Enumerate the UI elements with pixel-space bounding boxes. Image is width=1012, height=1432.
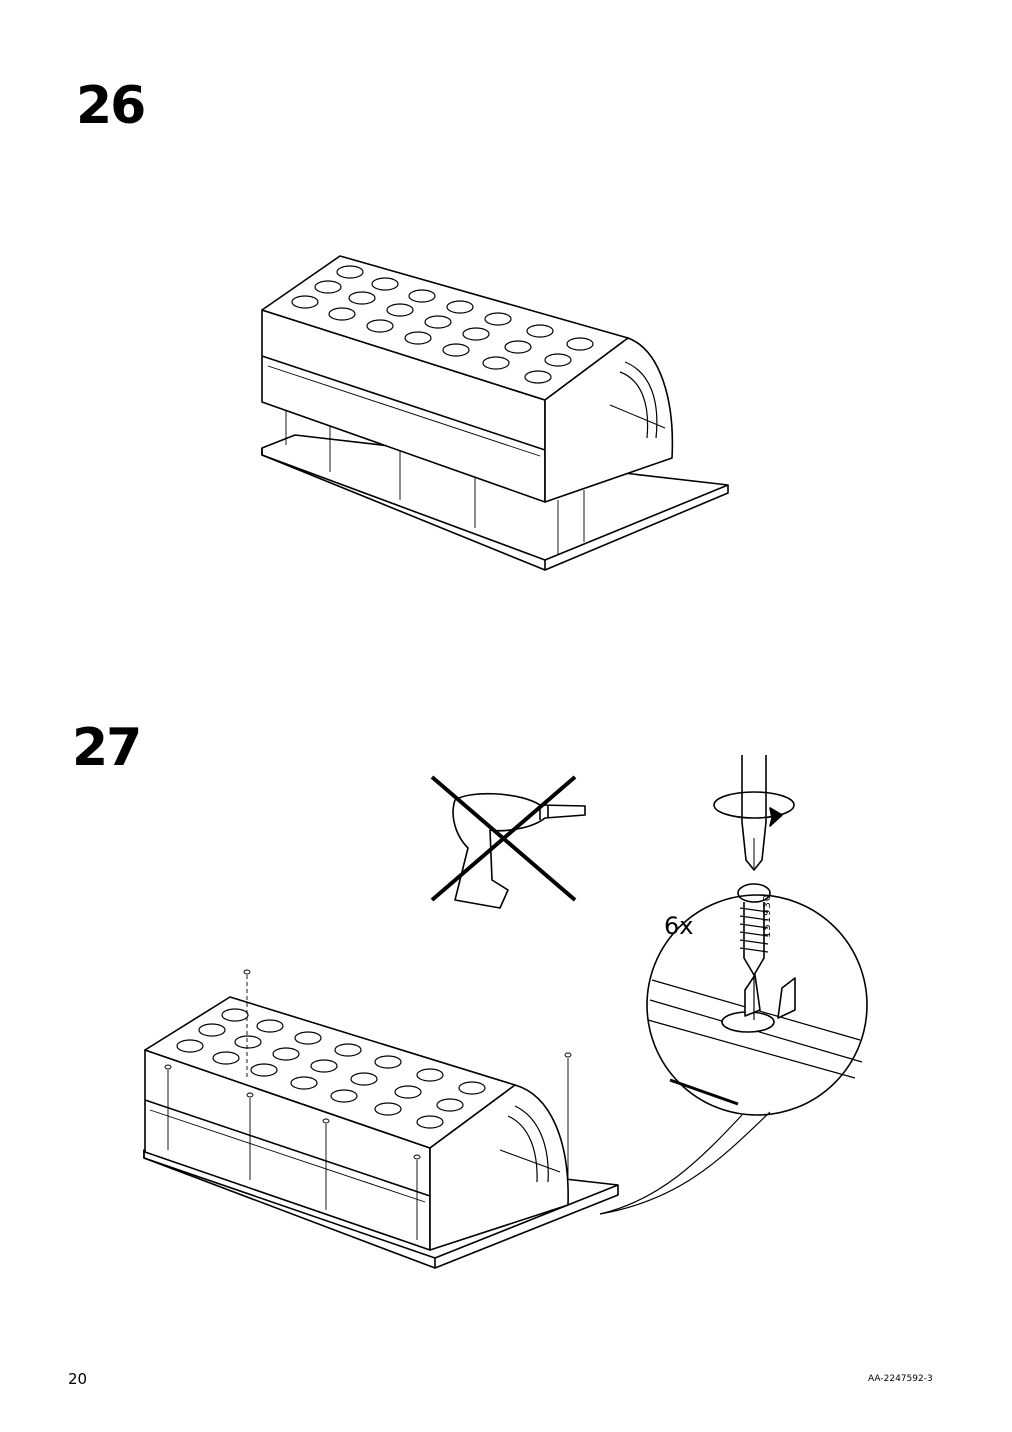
no-power-drill-icon — [430, 775, 586, 909]
step-number: 27 — [72, 718, 142, 778]
cabinet-body — [144, 996, 569, 1251]
rotate-clockwise-icon — [713, 791, 795, 827]
part-number-label: 151930 — [762, 893, 773, 938]
detail-circle — [599, 894, 868, 1215]
screwdriver-icon — [741, 755, 767, 871]
screw-icon — [737, 883, 771, 976]
step-number: 26 — [76, 76, 146, 136]
quantity-label: 6x — [664, 912, 694, 940]
top-panel-slots — [291, 265, 594, 384]
alignment-lines — [285, 408, 585, 555]
cabinet-body — [261, 255, 674, 503]
document-id: AA-2247592-3 — [868, 1374, 933, 1384]
base-board — [261, 434, 729, 571]
step-27-illustration — [143, 755, 868, 1269]
screws — [164, 969, 572, 1240]
page-number: 20 — [68, 1370, 88, 1388]
top-panel-slots — [176, 1008, 486, 1129]
step-26-illustration — [261, 255, 729, 571]
